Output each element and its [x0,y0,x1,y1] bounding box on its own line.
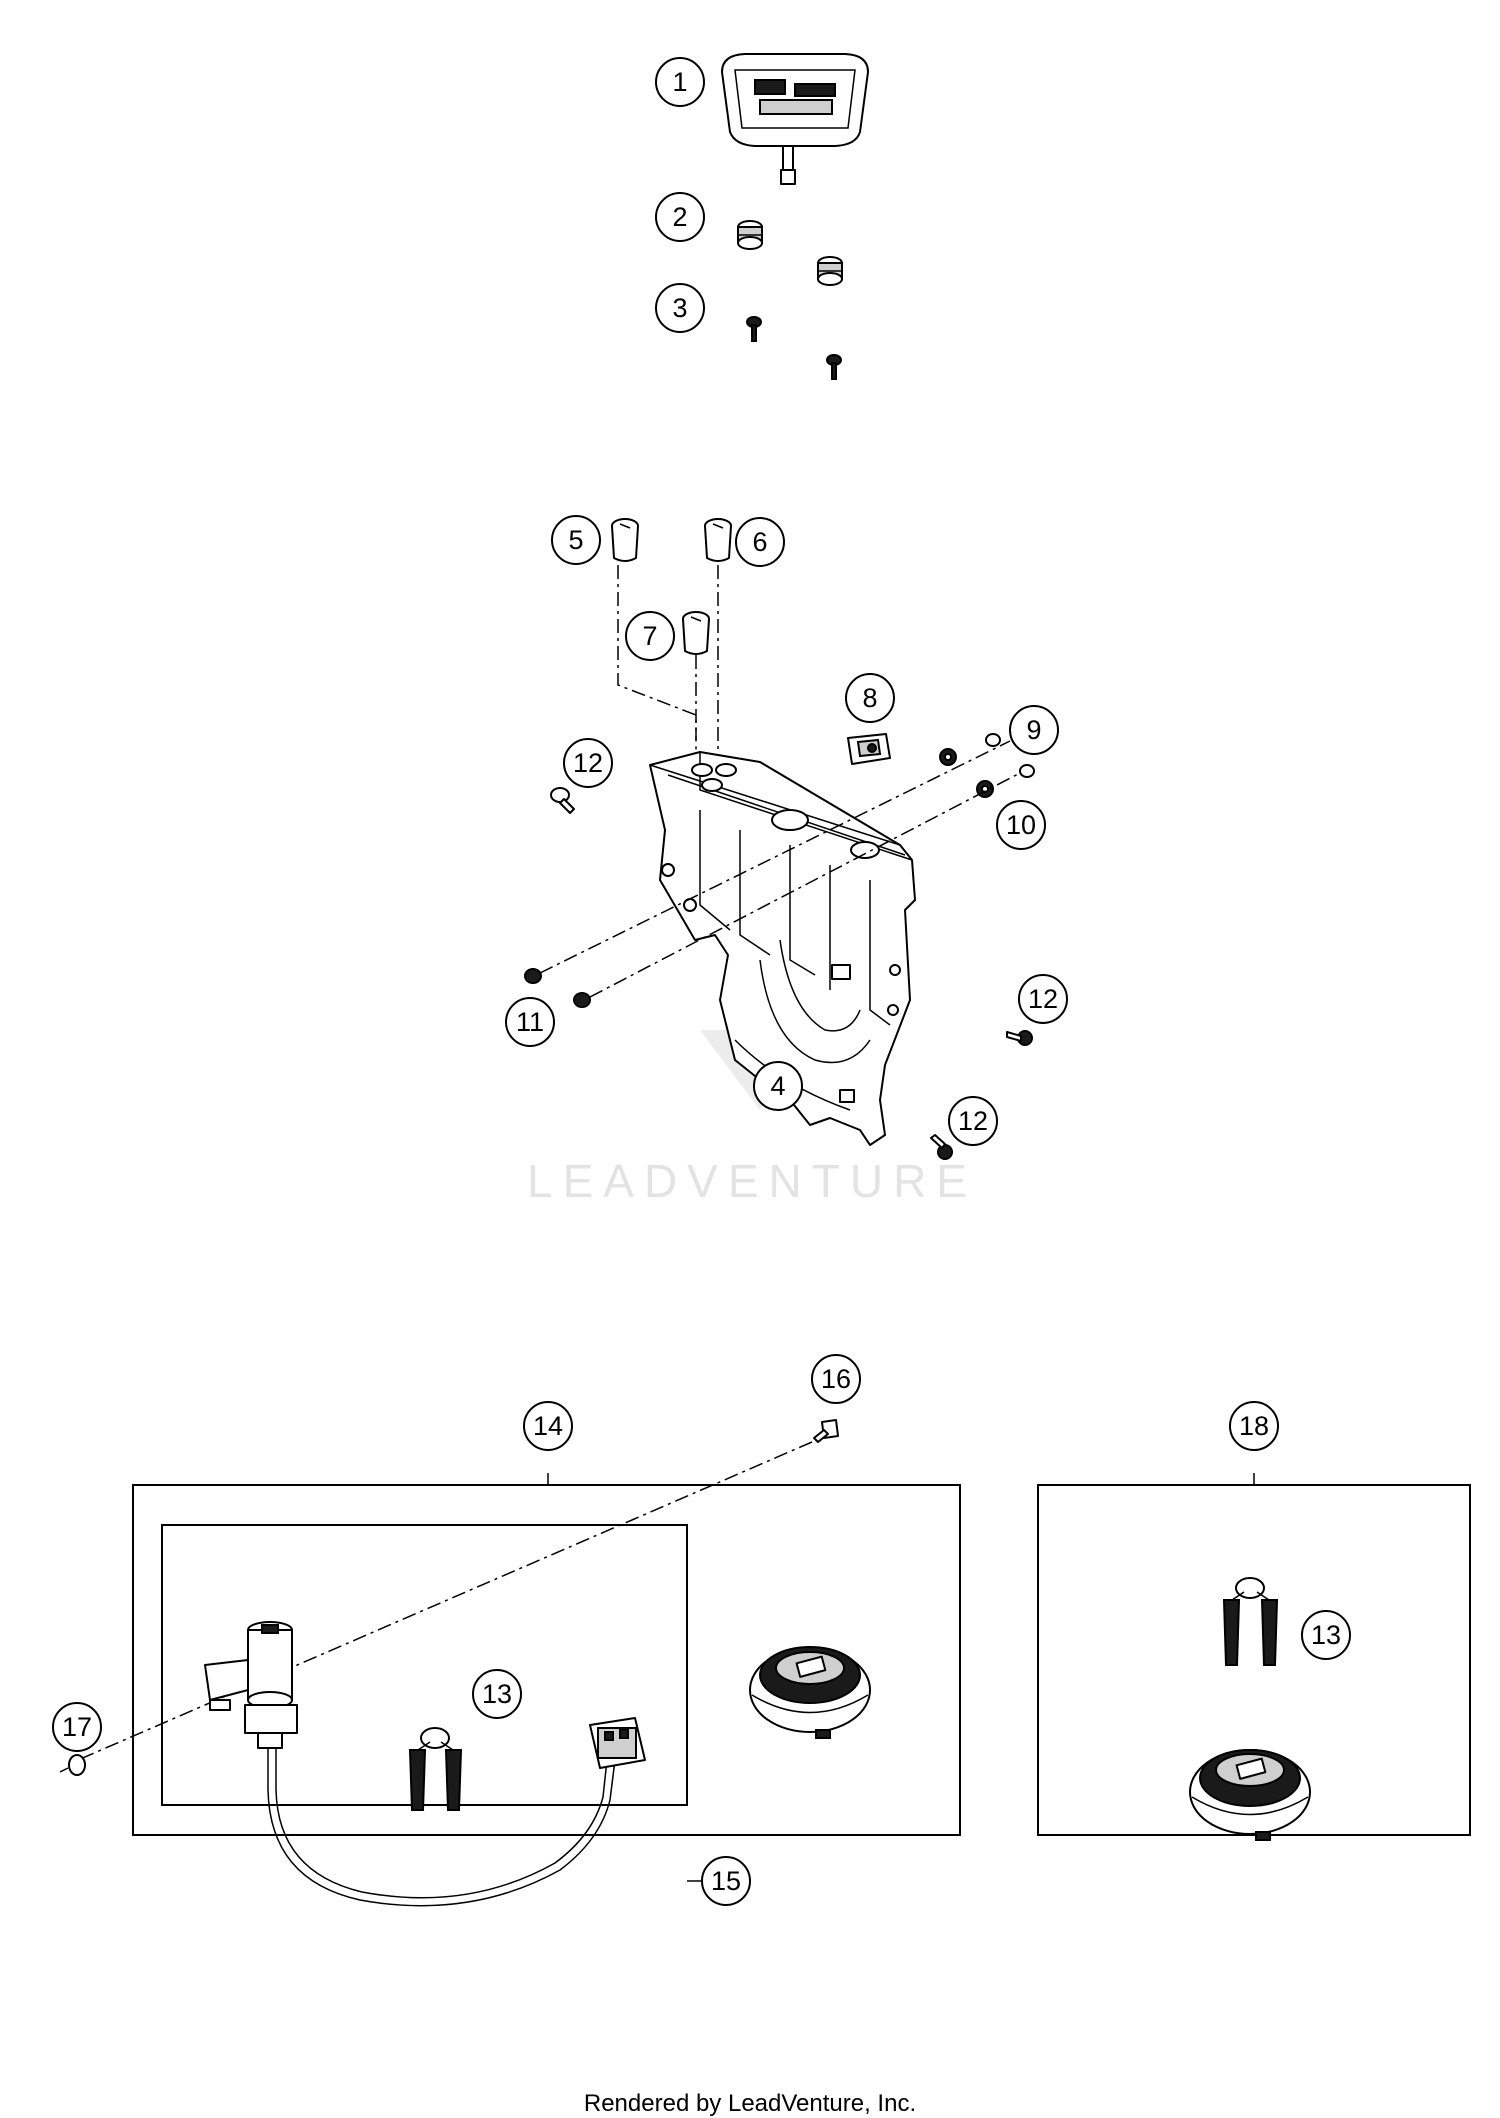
part-11-axis-lines [539,740,1021,998]
part-8-clip[interactable] [847,733,891,765]
callout-13-box-15: 13 [472,1669,522,1719]
part-16-axis-line [77,1441,813,1761]
part-2-grommets[interactable] [737,220,843,286]
part-3-screws[interactable] [746,316,842,380]
part-6-bushing[interactable] [704,518,732,562]
part-12-screw-bottom[interactable] [930,1134,953,1160]
part-1-instrument-cluster[interactable] [721,53,869,185]
svg-text:6: 6 [752,527,767,557]
callout-10: 10 [996,800,1046,850]
svg-text:13: 13 [1311,1620,1341,1650]
callout-2: 2 [655,192,705,242]
ignition-lock-cylinder[interactable] [204,1621,298,1749]
svg-text:2: 2 [672,202,687,232]
callout-3: 3 [655,283,705,333]
svg-text:5: 5 [568,525,583,555]
callout-6: 6 [735,517,785,567]
svg-text:9: 9 [1026,715,1041,745]
svg-text:1: 1 [672,67,687,97]
callout-7: 7 [625,611,675,661]
callout-16: 16 [811,1354,861,1404]
watermark-text: LEADVENTURE [527,1155,977,1207]
svg-text:11: 11 [516,1007,544,1037]
harness-connector[interactable] [589,1717,646,1769]
bushing-center-lines [617,565,719,760]
svg-text:10: 10 [1006,810,1036,840]
box-15-ignition-lock [161,1524,688,1806]
part-17-circlip[interactable] [59,1754,86,1776]
svg-text:14: 14 [533,1411,563,1441]
callout-11: 11 [505,997,555,1047]
svg-text:16: 16 [821,1364,851,1394]
callout-8: 8 [845,673,895,723]
part-7-bushing[interactable] [682,611,710,655]
part-13-keys-in-box-15[interactable] [408,1727,463,1811]
part-16-screw[interactable] [813,1419,839,1443]
svg-text:12: 12 [958,1106,988,1136]
fuel-cap-box-18[interactable] [1189,1749,1311,1841]
svg-text:12: 12 [1028,984,1058,1014]
part-11-screws[interactable] [524,968,591,1008]
svg-text:13: 13 [482,1679,512,1709]
svg-text:7: 7 [642,621,657,651]
wiring-harness [267,1748,616,1907]
callout-17: 17 [52,1702,102,1752]
callout-14: 14 [523,1401,573,1451]
svg-text:18: 18 [1239,1411,1269,1441]
callout-15: 15 [701,1856,751,1906]
fuel-cap-box-14[interactable] [749,1646,871,1739]
box-14-ignition-set [132,1484,961,1836]
callout-18: 18 [1229,1401,1279,1451]
callout-4: 4 [753,1061,803,1111]
callout-12-top-left: 12 [563,738,613,788]
part-13-keys-in-box-18[interactable] [1222,1577,1279,1666]
footer-credit: Rendered by LeadVenture, Inc. [583,2090,917,2117]
callout-12-right: 12 [1018,974,1068,1024]
svg-text:3: 3 [672,293,687,323]
part-12-screw-top-left[interactable] [550,787,575,814]
callout-1: 1 [655,57,705,107]
svg-text:17: 17 [62,1712,92,1742]
callout-12-bottom: 12 [948,1096,998,1146]
svg-text:8: 8 [862,683,877,713]
part-4-instrument-bracket[interactable] [649,751,916,1146]
svg-text:15: 15 [711,1866,741,1896]
part-9-nut-washer[interactable] [939,733,1001,766]
callout-13-box-18: 13 [1301,1610,1351,1660]
svg-text:12: 12 [573,748,603,778]
callout-9: 9 [1009,705,1059,755]
callout-5: 5 [551,515,601,565]
part-12-screw-right[interactable] [1006,1030,1033,1046]
part-5-bushing[interactable] [611,518,639,562]
svg-text:4: 4 [770,1071,785,1101]
